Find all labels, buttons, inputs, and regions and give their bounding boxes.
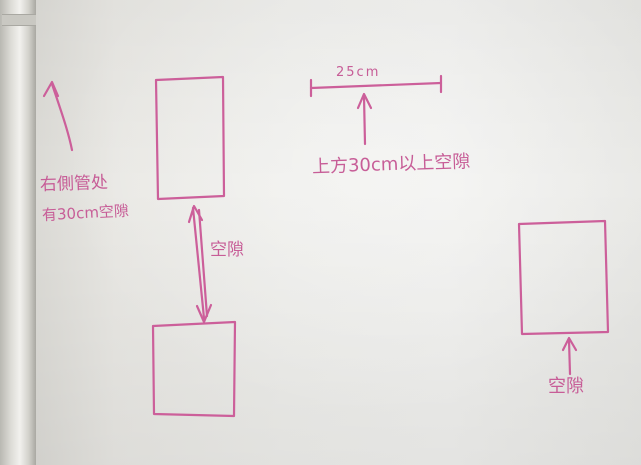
rectangle-bottom-left [151, 320, 237, 418]
upward-arrow-ruler [356, 92, 373, 146]
wall-pipe [0, 0, 36, 465]
note-right-gap: 空隙 [548, 376, 584, 397]
double-arrow-vertical [187, 204, 213, 324]
pipe-clip [2, 14, 36, 26]
note-ruler-length: 25cm [336, 65, 381, 80]
note-gap-between-boxes: 空隙 [210, 240, 244, 260]
rectangle-top-left [154, 75, 226, 201]
ruler-line [309, 74, 443, 98]
note-pipe-gap: 有30cm空隙 [41, 201, 130, 225]
upward-arrow-left [42, 80, 74, 152]
upward-arrow-right [561, 336, 578, 376]
note-pipe-side: 右側管处 [39, 172, 109, 196]
rectangle-right [517, 219, 610, 336]
